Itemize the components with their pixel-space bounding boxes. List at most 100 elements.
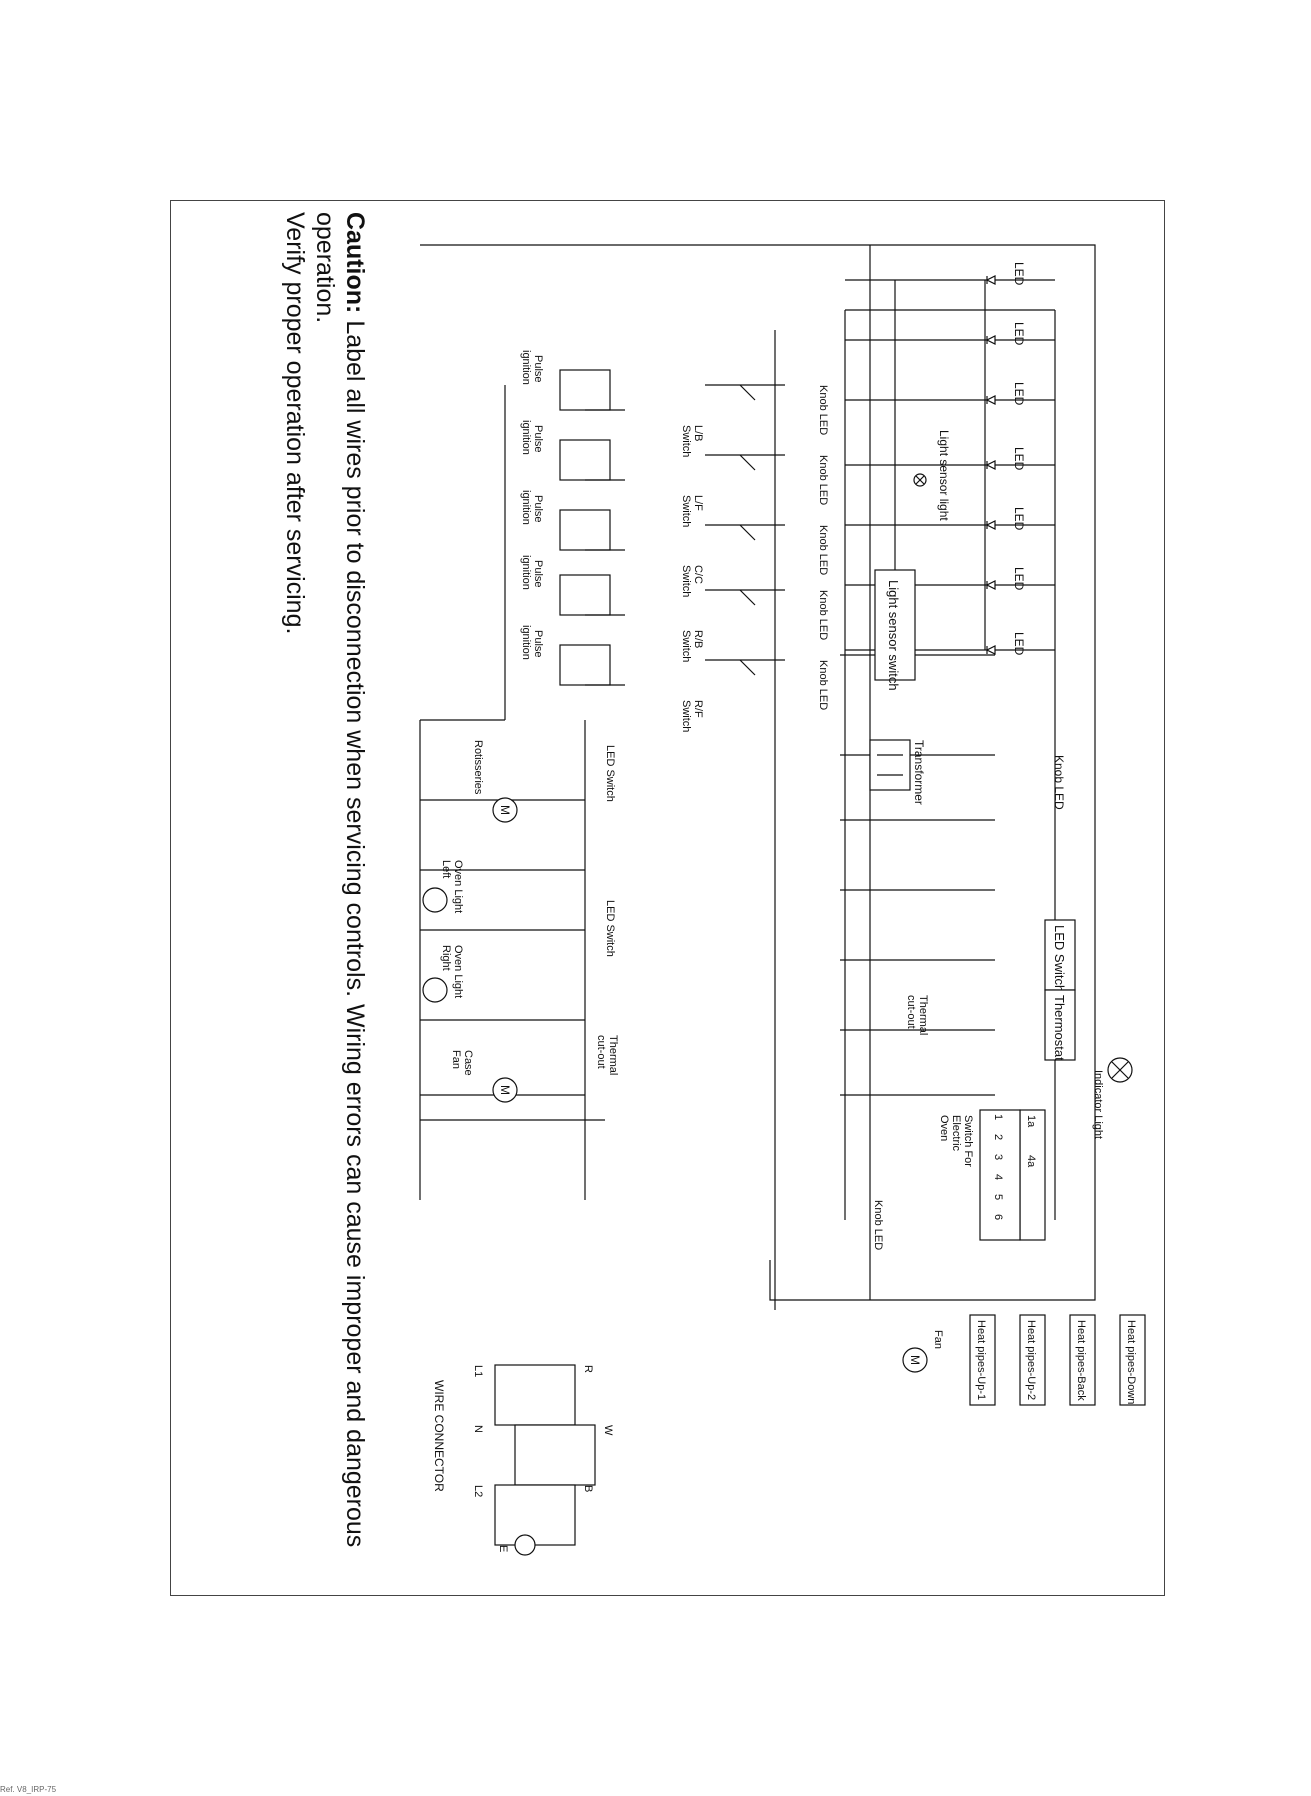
switch-label: Switch xyxy=(680,700,692,732)
main-wires xyxy=(420,244,1096,1310)
knob-led-label: Knob LED xyxy=(817,385,829,435)
led-5: LED xyxy=(985,507,1026,531)
wire-connector-label: WIRE CONNECTOR xyxy=(432,1380,446,1492)
led-switch-label: LED Switch xyxy=(604,900,616,957)
wiring-schematic: LED LED LED LED LED xyxy=(419,244,1146,1556)
knob-led-label: Knob LED xyxy=(872,1200,884,1250)
oven-light-label: Oven Light xyxy=(452,860,464,913)
conn-l1-label: L1 xyxy=(472,1365,484,1377)
oven-light-label: Oven Light xyxy=(452,945,464,998)
pulse-label: Pulse xyxy=(532,495,544,523)
terminal-label: 3 xyxy=(992,1154,1004,1160)
led-label: LED xyxy=(1012,382,1026,406)
terminal-4a-label: 4a xyxy=(1025,1155,1037,1168)
pulse-ignition-2: Pulse ignition xyxy=(520,420,611,481)
led-switch-thermostat: LED Switch Thermostat Thermal cut-out xyxy=(905,919,1076,1061)
terminal-numbers: 1 2 3 4 5 6 xyxy=(992,1114,1004,1220)
case-fan-label: Case xyxy=(462,1050,474,1076)
rotisseries: M Rotisseries LED Switch xyxy=(472,740,616,823)
thermal-cutout-label: cut-out xyxy=(905,995,917,1029)
heat-pipe-label: Heat pipes-Up-1 xyxy=(975,1320,987,1400)
pulse-label: ignition xyxy=(520,420,532,455)
terminal-label: 6 xyxy=(992,1214,1004,1220)
burner-switch-lb: L/B Switch xyxy=(680,384,785,457)
pulse-label: ignition xyxy=(520,625,532,660)
switch-label: L/F xyxy=(692,495,704,511)
conn-l2-label: L2 xyxy=(472,1485,484,1497)
heat-pipe-label: Heat pipes-Back xyxy=(1075,1320,1087,1401)
heat-pipes: Heat pipes-Down Heat pipes-Back Heat pip… xyxy=(969,1314,1146,1406)
knob-led-label: Knob LED xyxy=(817,525,829,575)
switch-label: Switch xyxy=(680,425,692,457)
rotated-drawing: Caution: Label all wires prior to discon… xyxy=(170,200,1165,1596)
thermal-cutout-label: Thermal xyxy=(917,995,929,1035)
knob-led-label: Knob LED xyxy=(1052,755,1066,810)
led-4: LED xyxy=(985,447,1026,471)
switch-label: L/B xyxy=(692,425,704,442)
burner-switch-rf: R/F Switch xyxy=(680,659,785,732)
knob-led-label: Knob LED xyxy=(817,660,829,710)
rotisseries-label: Rotisseries xyxy=(472,740,484,795)
light-sensor-switch-label: Light sensor switch xyxy=(886,580,901,691)
case-fan-motor-label: M xyxy=(498,1085,512,1095)
indicator-light-label: Indicator Light xyxy=(1092,1070,1104,1139)
light-sensor-light: Light sensor light xyxy=(913,430,951,521)
pulse-label: ignition xyxy=(520,350,532,385)
terminal-label: 4 xyxy=(992,1174,1004,1180)
pulse-ignition-3: Pulse ignition xyxy=(520,490,611,551)
led-2: LED xyxy=(985,322,1026,346)
switch-label: Switch xyxy=(680,565,692,597)
case-fan: M Case Fan Thermal cut-out xyxy=(450,1035,619,1103)
oven-light-right: Oven Light Right xyxy=(422,945,464,1003)
switch-label: Switch xyxy=(680,495,692,527)
oven-light-left: Oven Light Left xyxy=(422,860,464,913)
led-label: LED xyxy=(1012,507,1026,531)
transformer-label: Transformer xyxy=(912,740,926,805)
burner-switch-lf: L/F Switch xyxy=(680,454,785,527)
heat-pipe-label: Heat pipes-Down xyxy=(1125,1320,1137,1404)
terminal-label: 5 xyxy=(992,1194,1004,1200)
led-label: LED xyxy=(1012,632,1026,656)
conn-r-label: R xyxy=(582,1365,594,1373)
conn-e-label: E xyxy=(497,1545,509,1552)
caution-line2: Verify proper operation after servicing. xyxy=(281,212,309,635)
burner-switch-cc: C/C Switch xyxy=(680,524,785,597)
led-label: LED xyxy=(1012,447,1026,471)
fan-label: Fan xyxy=(932,1330,944,1349)
pulse-label: Pulse xyxy=(532,560,544,588)
conn-b-label: B xyxy=(582,1485,594,1492)
led-3: LED xyxy=(985,382,1026,406)
pulse-label: ignition xyxy=(520,555,532,590)
wire-connector: R W B L1 N L2 WIRE CONNECTOR E xyxy=(432,1364,614,1556)
pulse-label: ignition xyxy=(520,490,532,525)
knob-leds: Knob LED Knob LED Knob LED Knob LED Knob… xyxy=(817,385,1066,810)
conn-w-label: W xyxy=(602,1425,614,1436)
knob-led-label: Knob LED xyxy=(817,455,829,505)
led-6: LED xyxy=(985,567,1026,591)
oven-switch: 1a 4a Switch For Electric Oven 1 2 3 4 5… xyxy=(938,1109,1046,1241)
switch-label: Switch xyxy=(680,630,692,662)
oven-switch-label: Electric xyxy=(950,1115,962,1152)
conn-n-label: N xyxy=(472,1425,484,1433)
drawing-frame xyxy=(170,200,1165,1596)
thermostat-label: Thermostat xyxy=(1052,995,1067,1061)
led-label: LED xyxy=(1012,567,1026,591)
led-label: LED xyxy=(1012,322,1026,346)
transformer: Transformer xyxy=(869,739,926,805)
pulse-label: Pulse xyxy=(532,425,544,453)
drawing-stage: Caution: Label all wires prior to discon… xyxy=(170,200,1165,1596)
case-fan-label: Fan xyxy=(450,1050,462,1069)
oven-light-label: Right xyxy=(440,945,452,971)
terminal-label: 1 xyxy=(992,1114,1004,1120)
pulse-wiring xyxy=(420,385,625,721)
pulse-ignition-1: Pulse ignition xyxy=(520,350,611,411)
terminal-label: 2 xyxy=(992,1134,1004,1140)
light-sensor-light-label: Light sensor light xyxy=(937,430,951,521)
switch-label: R/B xyxy=(692,630,704,648)
pulse-ignition-5: Pulse ignition xyxy=(520,625,611,686)
fan-motor-label: M xyxy=(908,1355,922,1365)
led-label: LED xyxy=(1012,262,1026,286)
heat-pipe-label: Heat pipes-Up-2 xyxy=(1025,1320,1037,1400)
burner-switch-rb: R/B Switch xyxy=(680,589,785,662)
